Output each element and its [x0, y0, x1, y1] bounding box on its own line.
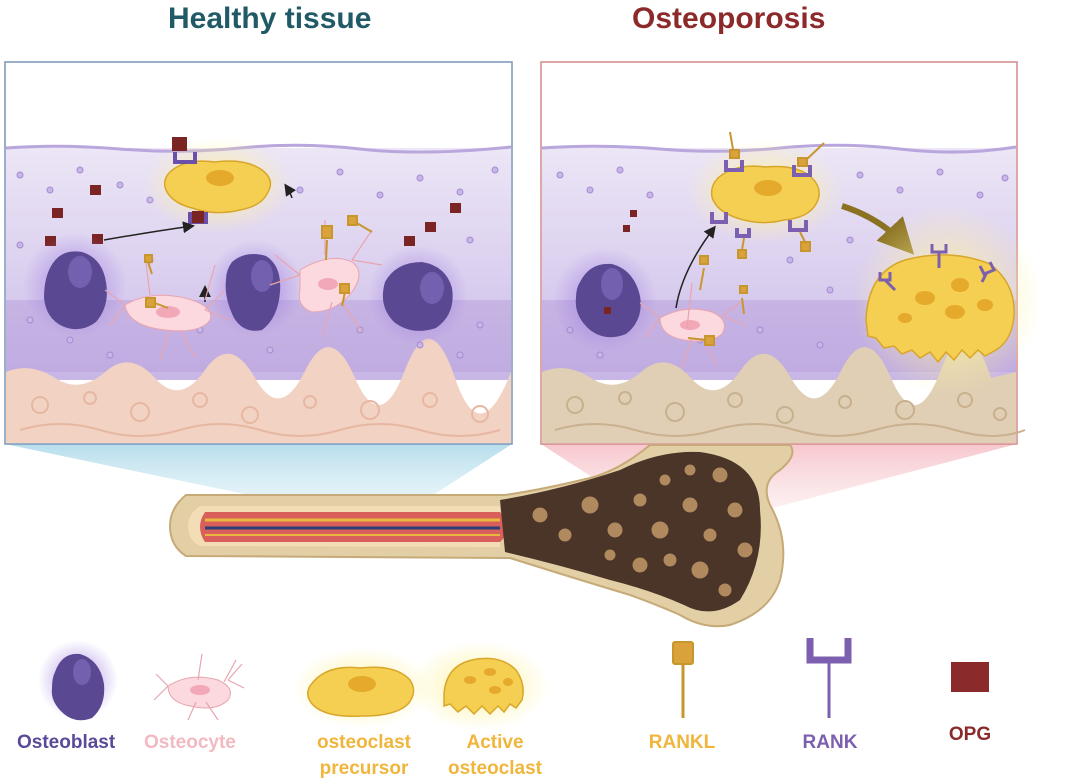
healthy-tissue-title: Healthy tissue — [168, 2, 372, 35]
healthy-rankl-molecules — [144, 215, 373, 309]
legend-active-osteoclast-label-2: osteoclast — [448, 758, 542, 779]
healthy-rank-opg-complex — [172, 137, 208, 224]
osteoporosis-osteoblast — [575, 263, 641, 338]
osteoporosis-osteocyte — [639, 282, 748, 369]
legend-rank-icon — [806, 638, 852, 718]
legend-opg-icon — [951, 662, 989, 692]
legend-opg-label: OPG — [948, 724, 992, 745]
legend-active-osteoclast-label-1: Active — [466, 732, 524, 753]
osteoporosis-title: Osteoporosis — [632, 2, 826, 35]
legend-osteoclast-precursor-label-1: osteoclast — [317, 732, 411, 753]
long-bone — [168, 444, 794, 628]
legend-osteoclast-precursor-label-2: precursor — [319, 758, 409, 779]
legend-osteocyte-label: Osteocyte — [144, 732, 236, 753]
healthy-osteoclast-precursor — [163, 160, 272, 214]
legend-osteoblast-icon — [38, 640, 118, 721]
legend-osteocyte-icon — [153, 653, 245, 721]
osteoporosis-opg-molecules — [623, 210, 637, 232]
legend-osteoblast-label: Osteoblast — [17, 732, 116, 753]
legend-active-osteoclast-icon — [410, 641, 550, 731]
healthy-tissue-panel — [4, 61, 513, 445]
legend-rankl-label: RANKL — [648, 732, 716, 753]
legend-rank-label: RANK — [802, 732, 858, 753]
legend-rankl-icon — [672, 641, 694, 718]
osteoporosis-panel — [540, 61, 1043, 445]
legend-osteoclast-precursor-icon — [292, 648, 432, 728]
osteoporosis-rank-rankl-complexes — [710, 131, 825, 259]
healthy-osteoblast-3 — [382, 262, 453, 331]
active-osteoclast — [865, 254, 1015, 364]
